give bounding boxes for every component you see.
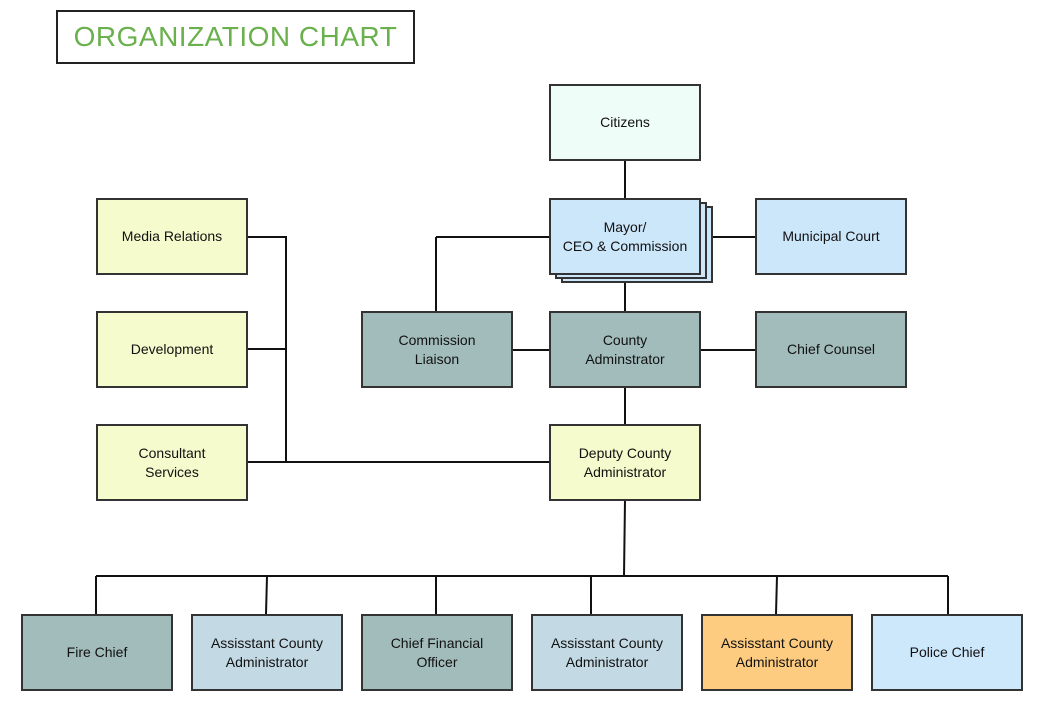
- node-police-chief-label: Police Chief: [909, 644, 985, 660]
- node-deputy-county-administrator: Deputy County Administrator: [549, 424, 701, 501]
- node-chief-counsel-label: Chief Counsel: [787, 341, 875, 357]
- node-police-chief: Police Chief: [871, 614, 1023, 691]
- node-assistant-county-administrator-1: Assisstant County Administrator: [191, 614, 343, 691]
- chart-title-text: ORGANIZATION CHART: [73, 21, 398, 52]
- line-to-assistant-3: [775, 575, 778, 615]
- node-chief-counsel: Chief Counsel: [755, 311, 907, 388]
- node-assistant-county-administrator-1-label: Assisstant County Administrator: [210, 634, 324, 670]
- node-assistant-county-administrator-2: Assisstant County Administrator: [531, 614, 683, 691]
- node-development: Development: [96, 311, 248, 388]
- node-municipal-court: Municipal Court: [755, 198, 907, 275]
- node-commission-liaison: Commission Liaison: [361, 311, 513, 388]
- node-consultant-services-label: Consultant Services: [138, 444, 206, 480]
- node-deputy-county-administrator-label: Deputy County Administrator: [578, 444, 672, 480]
- node-development-label: Development: [130, 341, 214, 357]
- node-citizens-label: Citizens: [600, 114, 650, 130]
- node-assistant-county-administrator-3: Assisstant County Administrator: [701, 614, 853, 691]
- chart-title: ORGANIZATION CHART: [56, 10, 415, 64]
- node-county-administrator-label: County Adminstrator: [585, 331, 665, 367]
- node-mayor: Mayor/ CEO & Commission: [549, 198, 701, 275]
- node-consultant-services: Consultant Services: [96, 424, 248, 501]
- node-media-relations: Media Relations: [96, 198, 248, 275]
- node-mayor-label: Mayor/ CEO & Commission: [562, 218, 688, 254]
- node-chief-financial-officer: Chief Financial Officer: [361, 614, 513, 691]
- node-commission-liaison-label: Commission Liaison: [398, 331, 476, 367]
- node-municipal-court-label: Municipal Court: [782, 228, 880, 244]
- node-media-relations-label: Media Relations: [121, 228, 223, 244]
- node-county-administrator: County Adminstrator: [549, 311, 701, 388]
- node-fire-chief-label: Fire Chief: [66, 644, 128, 660]
- node-citizens: Citizens: [549, 84, 701, 161]
- line-deputy-down: [623, 499, 626, 577]
- node-assistant-county-administrator-2-label: Assisstant County Administrator: [550, 634, 664, 670]
- node-assistant-county-administrator-3-label: Assisstant County Administrator: [720, 634, 834, 670]
- line-to-assistant-1: [265, 575, 268, 615]
- node-fire-chief: Fire Chief: [21, 614, 173, 691]
- node-chief-financial-officer-label: Chief Financial Officer: [390, 634, 484, 670]
